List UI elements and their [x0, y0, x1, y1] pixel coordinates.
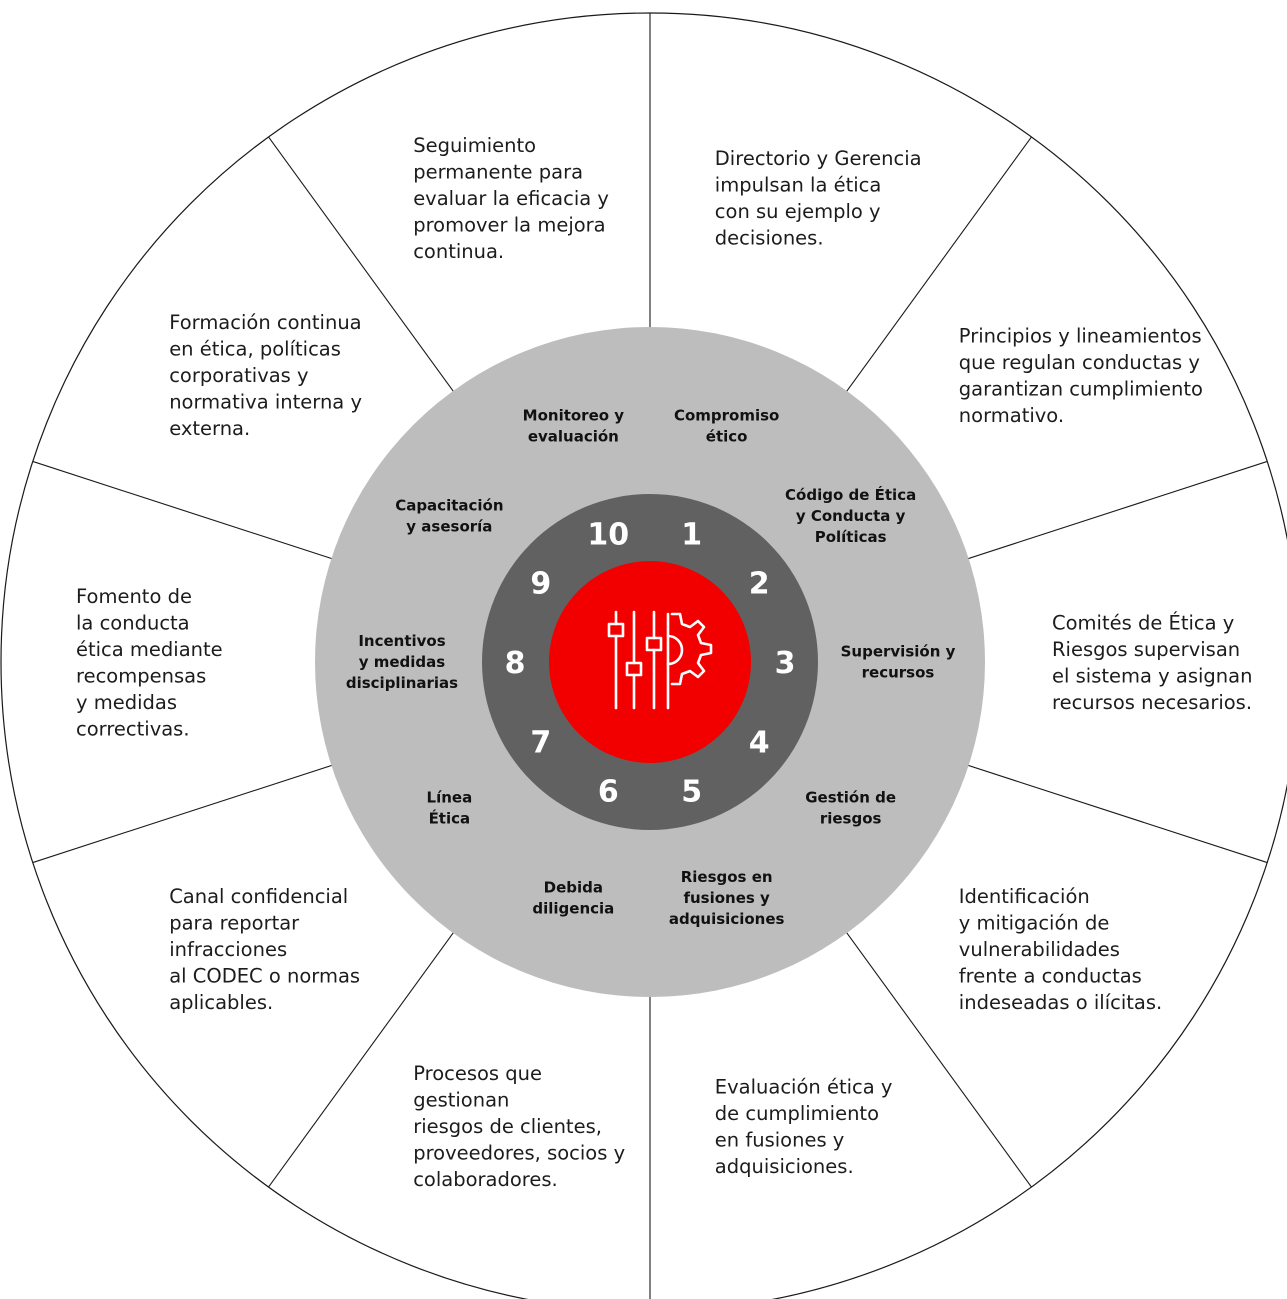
segment-description-line: Seguimiento — [413, 134, 536, 157]
segment-description-line: y mitigación de — [959, 911, 1110, 934]
segment-description-line: colaboradores. — [413, 1168, 558, 1191]
segment-title-line: Supervisión y — [841, 643, 956, 661]
segment-description-line: corporativas y — [169, 364, 308, 387]
segment-description-line: Principios y lineamientos — [959, 324, 1202, 347]
segment-description-line: vulnerabilidades — [959, 938, 1120, 961]
segment-title-line: Compromiso — [674, 407, 779, 425]
segment-number: 2 — [749, 567, 770, 602]
segment-title-line: Políticas — [815, 528, 887, 546]
segment-number: 5 — [681, 774, 702, 809]
segment-description-line: que regulan conductas y — [959, 351, 1200, 374]
segment-number: 8 — [505, 646, 526, 681]
segment-description-line: en ética, políticas — [169, 338, 341, 361]
segment-title-line: evaluación — [528, 428, 619, 446]
segment-number: 9 — [530, 567, 551, 602]
segment-description-line: riesgos de clientes, — [413, 1115, 602, 1138]
center-hub — [549, 561, 751, 763]
segment-description-line: normativa interna y — [169, 391, 362, 414]
segment-title-line: y medidas — [359, 653, 446, 671]
segment-description-line: Canal confidencial — [169, 885, 348, 908]
segment-description-line: en fusiones y — [715, 1128, 845, 1151]
segment-description-line: de cumplimiento — [715, 1102, 879, 1125]
segment-title-line: ético — [706, 428, 748, 446]
segment-title-line: Capacitación — [395, 497, 503, 515]
center-circle — [549, 561, 751, 763]
segment-description-line: permanente para — [413, 160, 583, 183]
segment-title-line: y asesoría — [406, 518, 492, 536]
segment-title-line: Ética — [429, 808, 471, 827]
segment-title-line: y Conducta y — [796, 507, 906, 525]
segment-description-line: gestionan — [413, 1089, 509, 1112]
segment-title-line: adquisiciones — [669, 910, 785, 928]
segment-title-line: recursos — [862, 664, 935, 682]
segment-description-line: impulsan la ética — [715, 174, 882, 197]
segment-description-line: para reportar — [169, 911, 300, 934]
segment-description-line: promover la mejora — [413, 213, 605, 236]
segment-description-line: al CODEC o normas — [169, 964, 360, 987]
segment-number: 10 — [587, 518, 629, 553]
segment-description-line: recompensas — [76, 664, 206, 687]
segment-description-line: Directorio y Gerencia — [715, 147, 922, 170]
segment-description-line: Evaluación ética y — [715, 1075, 893, 1098]
segment-description-line: correctivas. — [76, 717, 190, 740]
segment-title-line: disciplinarias — [346, 674, 458, 692]
segment-description-line: Riesgos supervisan — [1052, 638, 1240, 661]
segment-title-line: Incentivos — [358, 632, 445, 650]
segment-description-line: adquisiciones. — [715, 1155, 854, 1178]
segment-description-line: externa. — [169, 417, 250, 440]
segment-number: 7 — [530, 725, 551, 760]
segment-description-line: normativo. — [959, 404, 1064, 427]
segment-title-line: Gestión de — [805, 788, 896, 806]
segment-description-line: decisiones. — [715, 227, 824, 250]
segment-title-line: riesgos — [820, 809, 882, 827]
segment-title-line: Monitoreo y — [523, 407, 625, 425]
segment-description-line: recursos necesarios. — [1052, 691, 1252, 714]
segment-number: 4 — [749, 725, 770, 760]
segment-title-line: Riesgos en — [681, 868, 773, 886]
segment-description-line: frente a conductas — [959, 964, 1142, 987]
segment-title-line: Código de Ética — [785, 485, 916, 504]
segment-description-line: proveedores, socios y — [413, 1142, 625, 1165]
segment-description-line: garantizan cumplimiento — [959, 377, 1203, 400]
segment-description-line: Procesos que — [413, 1062, 542, 1085]
segment-number: 3 — [775, 646, 796, 681]
segment-description-line: el sistema y asignan — [1052, 664, 1252, 687]
segment-number: 6 — [598, 774, 619, 809]
segment-description-line: Formación continua — [169, 311, 361, 334]
segment-number: 1 — [681, 518, 702, 553]
segment-description-line: Comités de Ética y — [1052, 611, 1234, 634]
segment-description-line: y medidas — [76, 691, 177, 714]
segment-description-line: Identificación — [959, 885, 1090, 908]
sliders-gear-icon — [607, 610, 713, 710]
segment-description-line: con su ejemplo y — [715, 200, 881, 223]
segment-description-line: Fomento de — [76, 585, 192, 608]
segment-description-line: la conducta — [76, 611, 190, 634]
segment-description-line: infracciones — [169, 938, 287, 961]
segment-title-line: Línea — [427, 788, 473, 806]
segment-description-line: evaluar la eficacia y — [413, 187, 609, 210]
segment-description-line: ética mediante — [76, 638, 223, 661]
segment-title-line: diligencia — [532, 899, 614, 917]
segment-description-line: aplicables. — [169, 991, 273, 1014]
segment-description-line: indeseadas o ilícitas. — [959, 991, 1162, 1014]
segment-description-line: continua. — [413, 240, 504, 263]
segment-title-line: fusiones y — [683, 889, 770, 907]
segment-title-line: Debida — [544, 878, 603, 896]
